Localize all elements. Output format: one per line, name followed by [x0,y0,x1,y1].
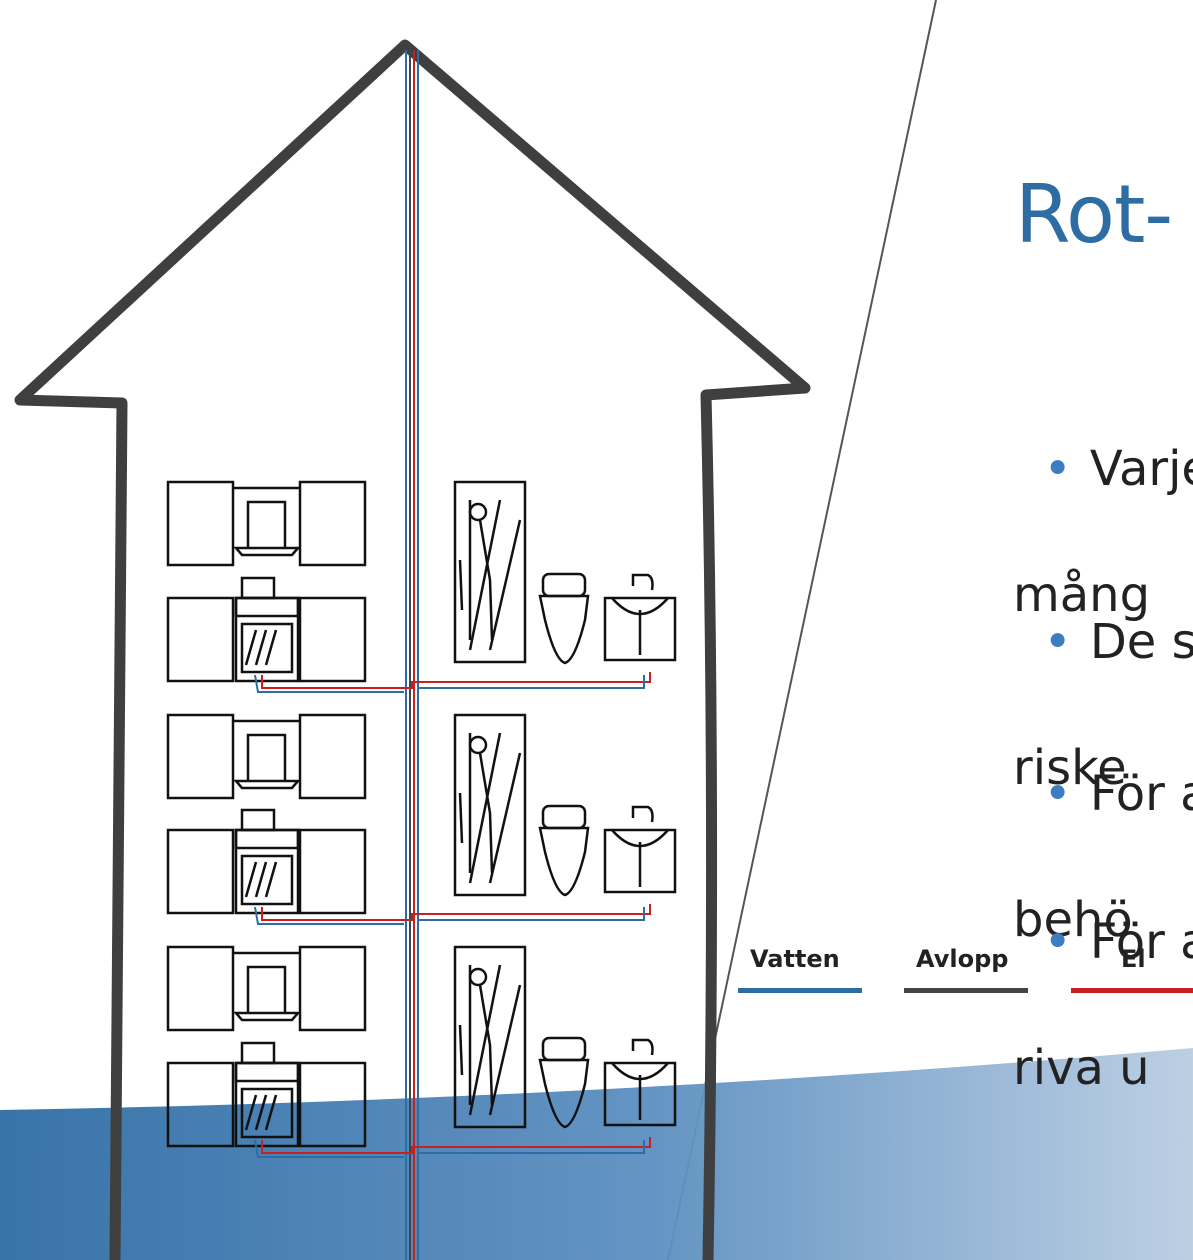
bullet-4: • För a riva u [1013,848,1193,1163]
kitchen-cabinet-lower [166,596,235,683]
shower-icon [453,480,527,664]
bullet-dot: • [1043,766,1072,822]
legend-line-water [738,988,862,993]
bullet-4-line2: riva u [1013,1040,1150,1096]
slide-title: Rot- [1015,168,1173,261]
bullet-dot: • [1043,614,1072,670]
legend-label-drain: Avlopp [916,945,1009,973]
branch-pipes-floor-1 [254,672,651,693]
bullet-1: • Varje mång [1013,375,1193,690]
legend-label-water: Vatten [750,945,840,973]
kitchen-cabinet-lower [298,596,367,683]
bullet-3-line2: behö [1013,892,1133,948]
floor-2 [166,713,677,925]
hood-icon [233,486,301,557]
bullet-2-line2: riske [1013,740,1127,796]
bullet-4-line1: För a [1089,914,1193,970]
bullet-dot: • [1043,441,1072,497]
bullet-2-line1: De sl [1089,614,1193,670]
bullet-3-line1: För a [1089,766,1193,822]
floor-3 [166,945,677,1158]
riser-pipes [405,50,419,1260]
bullet-dot: • [1043,914,1072,970]
bullet-1-line1: Varje [1089,441,1193,497]
kitchen-cabinet-upper [298,480,367,567]
floor-1 [166,480,677,693]
stove-icon [234,576,300,683]
house-outline [14,39,811,1260]
toilet-icon [538,572,590,665]
bullet-1-line2: mång [1013,567,1151,623]
legend-line-drain [904,988,1028,993]
bullet-3: • För a behö [1013,700,1193,1015]
legend-line-electric [1071,988,1193,993]
legend-label-electric: El [1121,945,1146,973]
kitchen-cabinet-upper [166,480,235,567]
sink-icon [603,573,677,662]
bullet-2: • De sl riske [1013,548,1193,863]
